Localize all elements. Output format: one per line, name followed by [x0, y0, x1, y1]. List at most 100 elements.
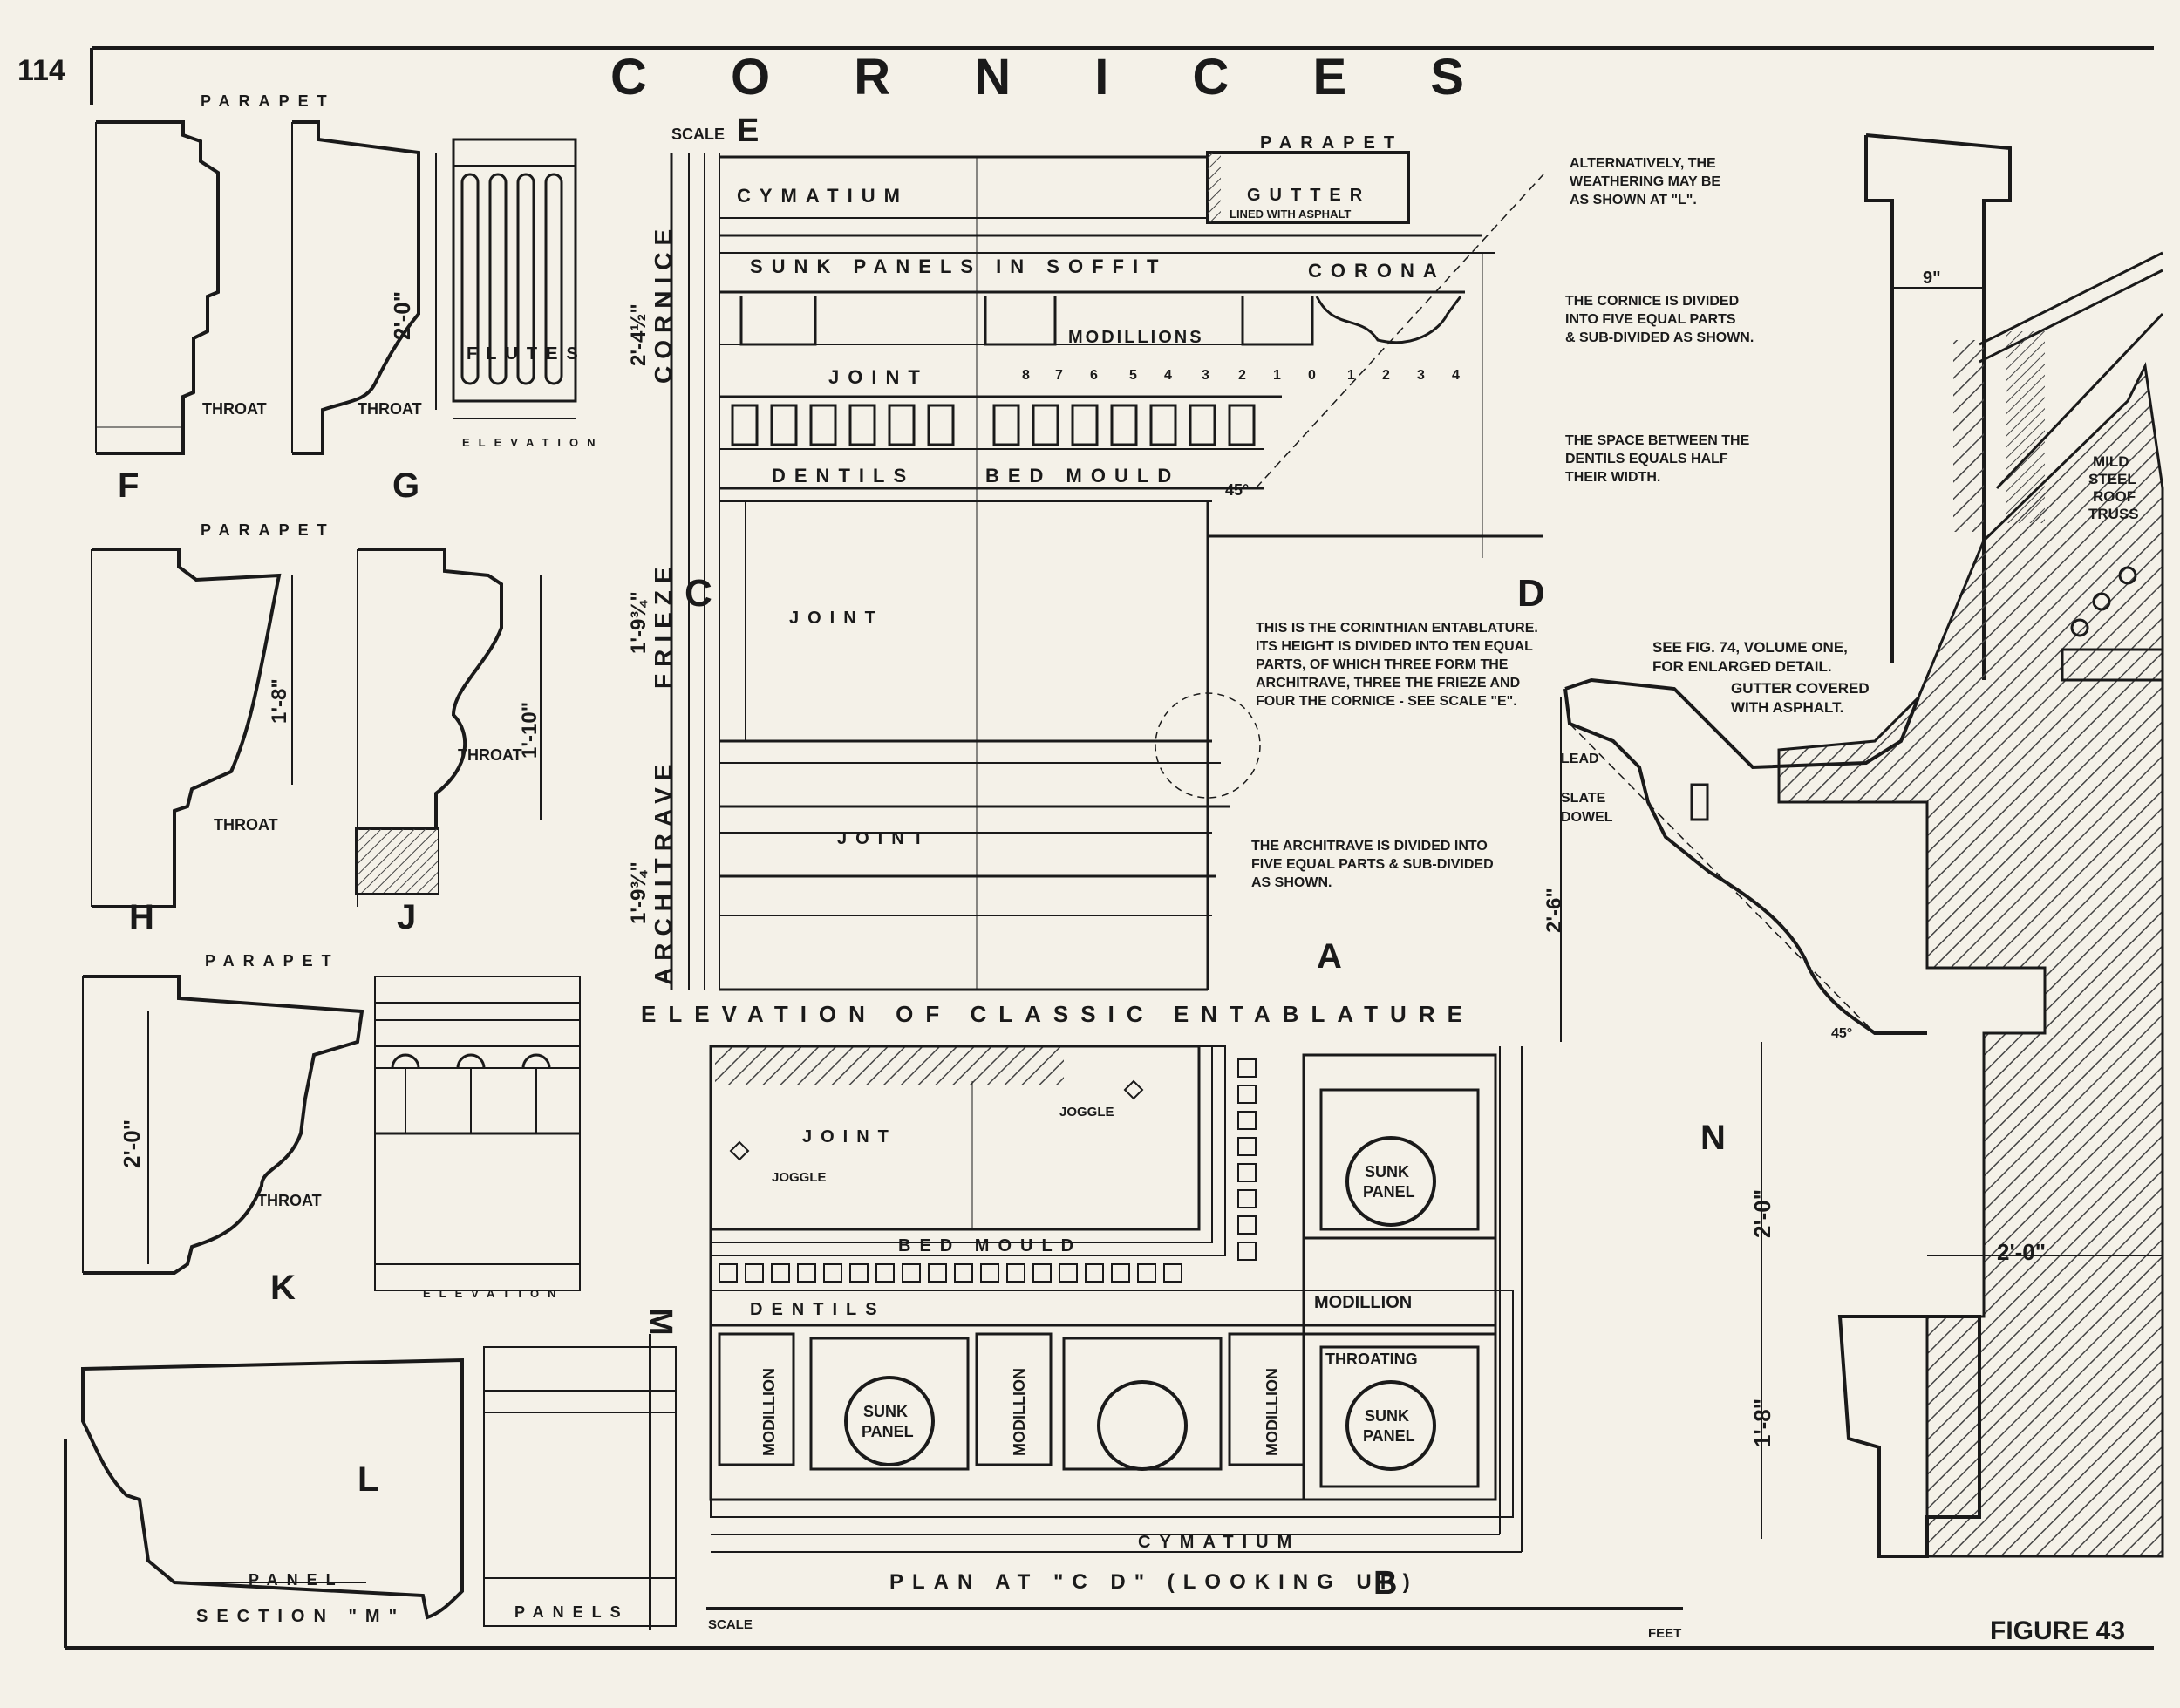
plan-cymatium-label: CYMATIUM [1138, 1533, 1300, 1552]
f-throat-label: THROAT [202, 400, 267, 418]
plan-modillion-vertical-3: MODILLION [1264, 1368, 1281, 1456]
figure-label: FIGURE 43 [1990, 1616, 2125, 1645]
l-letter: L [358, 1460, 378, 1499]
plan-panel-3: PANEL [1363, 1183, 1415, 1201]
n-gutter-line1: GUTTER COVERED [1731, 680, 1870, 697]
elev-scale-label: SCALE [671, 126, 725, 143]
note-line: THIS IS THE CORINTHIAN ENTABLATURE. [1256, 621, 1538, 636]
m-letter: M [642, 1308, 678, 1336]
elev-bed-mould-label: BED MOULD [985, 465, 1180, 487]
plan-title: PLAN AT "C D" (LOOKING UP) [889, 1570, 1419, 1594]
note-line: PARTS, OF WHICH THREE FORM THE [1256, 657, 1509, 672]
elev-frieze-dim: 1'-9¾" [627, 591, 651, 654]
detail-g [291, 120, 577, 455]
n-nine-inch-dim: 9" [1923, 269, 1941, 288]
note-corinthian: THIS IS THE CORINTHIAN ENTABLATURE. ITS … [1256, 621, 1538, 709]
h-throat-label: THROAT [214, 816, 278, 834]
elev-angle-label: 45° [1225, 481, 1249, 499]
h-height-dim: 1'-8" [268, 678, 291, 724]
n-truss-label: TRUSS [2088, 506, 2139, 522]
elev-c-letter: C [685, 572, 712, 615]
scale-digit: 0 [1308, 368, 1316, 383]
n-letter: N [1700, 1119, 1726, 1157]
elev-modillion-scale-digits: 8 7 6 5 4 3 2 1 0 1 2 3 4 [1022, 368, 1460, 383]
note-line: FIVE EQUAL PARTS & SUB-DIVIDED [1251, 857, 1494, 872]
elev-frieze-vertical: FRIEZE [650, 560, 677, 689]
elev-architrave-vertical: ARCHITRAVE [650, 758, 677, 985]
elev-modillions-label: MODILLIONS [1068, 328, 1204, 347]
f-parapet-label: PARAPET [201, 92, 336, 110]
elevation-title: ELEVATION OF CLASSIC ENTABLATURE [641, 1001, 1475, 1027]
note-line: ALTERNATIVELY, THE [1570, 156, 1716, 171]
n-dim-2-6: 2'-6" [1543, 888, 1566, 933]
j-letter: J [397, 898, 416, 936]
plan-sunk-2: SUNK [1365, 1407, 1409, 1425]
plan-joint-label: JOINT [802, 1127, 897, 1147]
g-throat-label: THROAT [358, 400, 422, 418]
detail-l [81, 1334, 677, 1630]
detail-h [91, 548, 293, 908]
scale-digit: 4 [1452, 368, 1460, 383]
k-elevation-label: ELEVATION [423, 1287, 564, 1300]
scale-digit: 1 [1347, 368, 1355, 383]
elev-a-letter: A [1317, 937, 1342, 976]
elev-joint-label-architrave: JOINT [837, 829, 932, 848]
n-dim-2-0-vertical: 2'-0" [1749, 1189, 1775, 1238]
plan-feet-label: FEET [1648, 1626, 1681, 1641]
n-mild-label: MILD [2093, 453, 2129, 470]
page-number: 114 [17, 54, 65, 87]
note-weathering: ALTERNATIVELY, THE WEATHERING MAY BE AS … [1570, 156, 1720, 208]
note-line: & SUB-DIVIDED AS SHOWN. [1565, 330, 1754, 345]
scale-digit: 4 [1164, 368, 1172, 383]
detail-k [82, 975, 581, 1291]
scale-digit: 3 [1202, 368, 1209, 383]
detail-j [355, 548, 542, 907]
k-height-dim: 2'-0" [119, 1119, 145, 1168]
l-panel-label: PANEL [249, 1571, 344, 1589]
note-line: THE CORNICE IS DIVIDED [1565, 294, 1739, 309]
k-throat-label: THROAT [257, 1192, 322, 1209]
plan-b-letter: B [1373, 1565, 1397, 1602]
note-dentil-space: THE SPACE BETWEEN THE DENTILS EQUALS HAL… [1565, 433, 1750, 485]
plan-sunk-1: SUNK [863, 1403, 908, 1420]
h-parapet-label: PARAPET [201, 521, 336, 539]
scale-digit: 8 [1022, 368, 1030, 383]
elev-architrave-dim: 1'-9¾" [627, 861, 651, 924]
note-line: AS SHOWN AT "L". [1570, 193, 1697, 208]
note-line: THE SPACE BETWEEN THE [1565, 433, 1750, 448]
page-title: C O R N I C E S [610, 49, 1499, 105]
scale-digit: 6 [1090, 368, 1098, 383]
n-lead-label: LEAD [1561, 752, 1599, 766]
entablature-elevation [670, 151, 1544, 991]
plan-throating-label: THROATING [1325, 1351, 1418, 1368]
note-line: THEIR WIDTH. [1565, 470, 1660, 485]
n-gutter-line2: WITH ASPHALT. [1731, 699, 1843, 716]
n-slate-label: SLATE [1561, 791, 1606, 806]
plan-bed-mould-label: BED MOULD [898, 1236, 1082, 1255]
g-height-dim: 2'-0" [389, 291, 415, 340]
n-angle-label: 45° [1831, 1026, 1852, 1041]
l-section-label: SECTION "M" [196, 1607, 405, 1626]
note-line: WEATHERING MAY BE [1570, 174, 1720, 189]
plan-joggle-right: JOGGLE [1059, 1105, 1114, 1119]
n-roof-label: ROOF [2093, 488, 2136, 505]
scale-digit: 2 [1238, 368, 1246, 383]
note-line: FOUR THE CORNICE - SEE SCALE "E". [1256, 694, 1517, 709]
g-letter: G [392, 466, 419, 505]
plan-dentils-label: DENTILS [750, 1300, 886, 1319]
f-letter: F [118, 466, 139, 505]
elev-cymatium-label: CYMATIUM [737, 185, 909, 207]
elev-dentils-label: DENTILS [772, 465, 915, 487]
elev-parapet-label: PARAPET [1260, 133, 1403, 153]
j-throat-label: THROAT [458, 746, 522, 764]
plan-modillion-label-right: MODILLION [1314, 1293, 1412, 1312]
elev-joint-label-frieze: JOINT [789, 609, 884, 628]
j-height-dim: 1'-10" [518, 702, 542, 759]
plan-looking-up [706, 1045, 1683, 1610]
elev-sunk-panels-label: SUNK PANELS IN SOFFIT [750, 255, 1168, 277]
n-dim-1-8: 1'-8" [1749, 1398, 1775, 1447]
scale-digit: 5 [1129, 368, 1137, 383]
note-line: INTO FIVE EQUAL PARTS [1565, 312, 1736, 327]
elev-gutter-label: GUTTER [1247, 186, 1371, 205]
plan-panel-2: PANEL [1363, 1427, 1415, 1445]
